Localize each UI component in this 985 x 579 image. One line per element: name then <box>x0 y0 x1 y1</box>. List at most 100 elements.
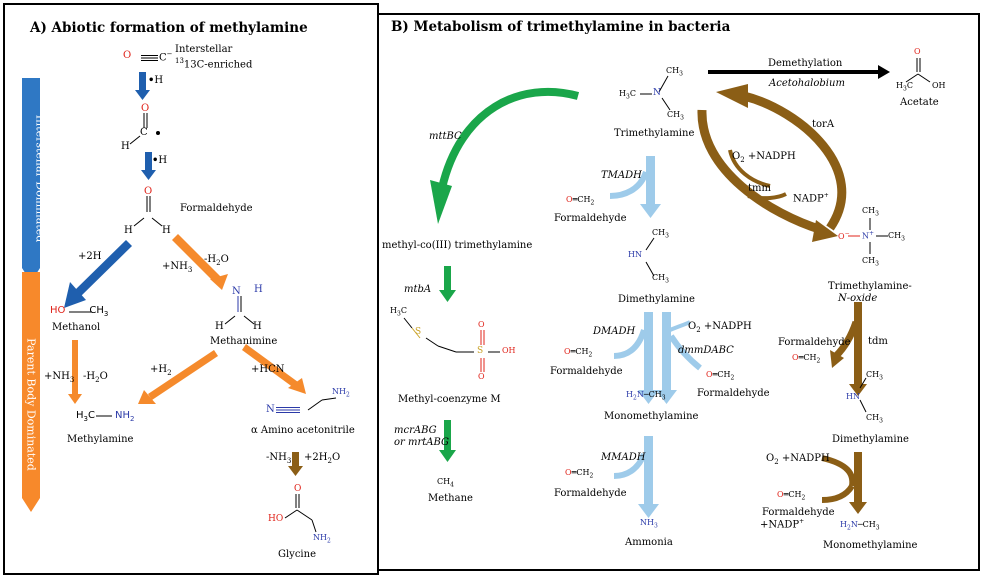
panel-b-title: B) Metabolism of trimethylamine in bacte… <box>391 19 731 35</box>
band-interstellar-shape <box>22 78 40 282</box>
tmao-molecule <box>848 218 888 254</box>
formaldehyde-a-molecule <box>133 196 163 227</box>
methanimine-h3-label: H <box>253 321 262 332</box>
tma-structure-ch3-top: CH3 <box>666 66 683 78</box>
lightblue-arrow-dmadh <box>613 312 702 404</box>
band-parent-body-shape <box>22 272 40 512</box>
tma-structure-ch3-bot: CH3 <box>667 110 684 122</box>
h-radical-1: •H <box>148 75 164 86</box>
formaldehyde-3-label: Formaldehyde <box>697 388 770 399</box>
acetate-label: Acetate <box>900 97 939 108</box>
hco-c-label: C <box>140 127 148 138</box>
brown-arrow-a <box>288 452 303 476</box>
tmao-o: O− <box>838 230 850 241</box>
glycine-molecule <box>284 494 317 533</box>
methyl-coenzyme-m-label: Methyl-coenzyme M <box>398 394 501 405</box>
form-b6-structure: O═CH2 <box>777 490 806 502</box>
tma-structure-h3c: H3C <box>619 89 636 101</box>
form-a-h1-label: H <box>124 225 133 236</box>
brown-arrow-bottom <box>821 452 867 514</box>
tmm-label: tmm <box>748 183 771 194</box>
dimethylamine-b-molecule <box>859 377 867 413</box>
tma-structure-n: N <box>653 88 661 98</box>
orange-arrow-1 <box>172 234 228 290</box>
mcm-o-bot: O <box>478 372 485 381</box>
band-interstellar-label: Interstellar Dominated <box>33 114 47 243</box>
plus-2h2o-label: +2H2O <box>304 452 341 465</box>
dma-ch3-top: CH3 <box>652 228 669 240</box>
tmao-ch3-top: CH3 <box>862 206 879 218</box>
minus-nh3-label: -NH3 <box>266 452 292 465</box>
methanol-label: Methanol <box>52 322 101 333</box>
methane-label: Methane <box>428 493 473 504</box>
acetate-o-label: O <box>914 47 921 56</box>
mcrabg-2-label: or mrtABG <box>394 437 450 448</box>
acetate-h3c-label: H3C <box>896 81 913 93</box>
nadp-1-label: NADP+ <box>793 192 829 205</box>
green-arrow-mtba <box>439 266 456 302</box>
glycine-nh2-label: NH2 <box>313 533 331 545</box>
monomethylamine-1-label: Monomethylamine <box>604 411 699 422</box>
methanimine-molecule <box>224 296 255 325</box>
tmadh-label: TMADH <box>601 170 642 181</box>
plus-nh3-2-label: +NH3 <box>44 371 75 384</box>
acetonitrile-nh2-label: NH2 <box>332 387 350 399</box>
h-radical-2: •H <box>152 155 168 166</box>
o2-nadph-1-label: O2 +NADPH <box>732 151 796 164</box>
mtba-label: mtbA <box>404 284 432 295</box>
plus-hcn-label: +HCN <box>251 364 285 375</box>
interstellar-label-2: 1313C-enriched <box>175 57 253 71</box>
brown-arrow-tora <box>716 84 847 231</box>
plus-h2-label: +H2 <box>150 364 172 377</box>
green-arc-arrow <box>438 87 580 189</box>
ch4-label: CH4 <box>437 477 454 489</box>
nadp-2-label: +NADP+ <box>760 518 805 531</box>
methanimine-n-label: N <box>232 286 241 297</box>
lightblue-arrow-tmadh <box>609 156 661 218</box>
mttbc-label: mttBC <box>429 131 462 142</box>
tmao-label-2: N-oxide <box>838 293 878 304</box>
dmadh-label: DMADH <box>593 326 636 337</box>
mcm-h3c: H3C <box>390 306 407 318</box>
dma2-hn: HN <box>846 392 860 401</box>
form-a-h2-label: H <box>162 225 171 236</box>
blue-arrow-2 <box>141 152 156 180</box>
form-b3-structure: O═CH2 <box>706 370 735 382</box>
mcm-o-top: O <box>478 320 485 329</box>
panel-b-frame <box>377 13 980 571</box>
form-b5-structure: O═CH2 <box>565 468 594 480</box>
trimethylamine-molecule <box>640 75 671 111</box>
interstellar-label-1: Interstellar <box>175 44 233 55</box>
mcm-s: S <box>415 327 422 337</box>
tmao-n: N+ <box>862 230 875 241</box>
demethylation-arrow-head <box>878 65 890 79</box>
dma-ch3-bot: CH3 <box>652 273 669 285</box>
hco-radical <box>129 113 160 145</box>
band-parent-body-label: Parent Body Dominated <box>24 338 38 471</box>
lightblue-arrow-mmadh <box>613 436 659 518</box>
mmadh-label: MMADH <box>601 452 646 463</box>
dimethylamine-a-molecule <box>645 237 655 277</box>
dma2-ch3-bot: CH3 <box>866 413 883 425</box>
tdm-label: tdm <box>868 336 888 347</box>
mcrabg-1-label: mcrABG <box>394 425 437 436</box>
dma-hn: HN <box>628 250 642 259</box>
plus-nh3-label: +NH3 <box>162 261 193 274</box>
o2-nadph-3-label: O2 +NADPH <box>766 453 830 466</box>
tmao-ch3-right: CH3 <box>888 231 905 243</box>
mcm-oh: OH <box>502 346 516 355</box>
plus-2h-label: +2H <box>78 251 102 262</box>
co-molecule <box>141 55 158 61</box>
orange-arrow-2 <box>68 340 82 404</box>
acetate-oh-label: OH <box>932 81 946 90</box>
methyl-co-label: methyl-co(III) trimethylamine <box>382 240 533 251</box>
acetonitrile-n-label: N <box>266 404 275 415</box>
nh3-structure: NH3 <box>640 518 658 530</box>
formaldehyde-a-label: Formaldehyde <box>180 203 253 214</box>
panel-a-title: A) Abiotic formation of methylamine <box>30 20 308 36</box>
glycine-o-label: O <box>294 484 302 494</box>
trimethylamine-label: Trimethylamine <box>614 128 695 139</box>
amino-acetonitrile-label: α Amino acetonitrile <box>251 425 355 436</box>
